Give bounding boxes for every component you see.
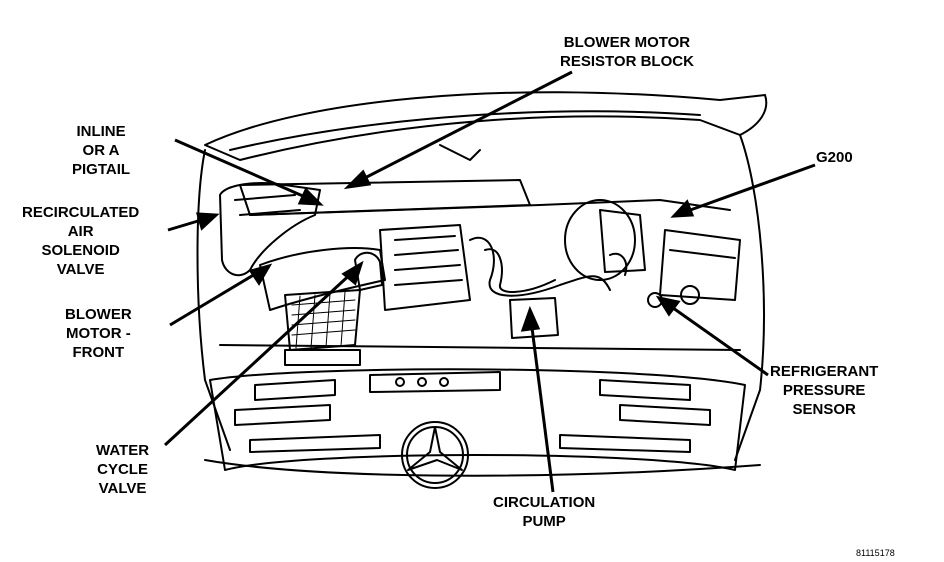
leader-refrig-sensor bbox=[665, 301, 769, 377]
grille-slat-4 bbox=[619, 404, 711, 426]
leader-water-valve bbox=[163, 268, 357, 447]
leader-blower-resistor bbox=[354, 70, 573, 185]
label-blower-motor-front: BLOWER MOTOR - FRONT bbox=[65, 306, 132, 361]
left-fender bbox=[196, 149, 231, 451]
pump-body bbox=[509, 297, 559, 339]
hood-outline bbox=[204, 91, 768, 161]
firewall-line bbox=[249, 199, 731, 216]
grille-slat-1 bbox=[254, 379, 336, 401]
valve-body bbox=[354, 251, 383, 291]
label-water-cycle-valve: WATER CYCLE VALVE bbox=[96, 442, 150, 497]
coolant-hose bbox=[469, 236, 611, 297]
grille-outline bbox=[209, 368, 746, 471]
star-points bbox=[407, 426, 463, 471]
label-blower-motor-resistor-block: BLOWER MOTOR RESISTOR BLOCK bbox=[560, 34, 694, 70]
grille-slat-2 bbox=[599, 379, 691, 401]
brake-booster bbox=[564, 199, 636, 281]
label-refrigerant-pressure-sensor: REFRIGERANT PRESSURE SENSOR bbox=[770, 363, 879, 418]
hood-inner-line bbox=[229, 110, 701, 151]
air-intake-housing bbox=[219, 182, 321, 277]
radiator-support bbox=[219, 344, 741, 351]
master-cylinder bbox=[599, 209, 646, 273]
leader-g200 bbox=[681, 163, 816, 215]
engine-block bbox=[379, 224, 471, 311]
battery-box bbox=[659, 229, 741, 301]
label-inline-pigtail: INLINE OR A PIGTAIL bbox=[72, 123, 131, 178]
star-emblem bbox=[401, 421, 469, 489]
bumper-line bbox=[204, 459, 761, 477]
figure-id: 81115178 bbox=[856, 548, 895, 558]
grille-slat-3 bbox=[234, 404, 331, 426]
leader-circ-pump bbox=[529, 319, 555, 493]
badge-bar bbox=[369, 371, 501, 393]
hood-latch bbox=[439, 144, 481, 161]
label-circulation-pump: CIRCULATION PUMP bbox=[493, 494, 596, 530]
leader-inline-pigtail bbox=[174, 138, 313, 202]
label-g200: G200 bbox=[816, 149, 853, 166]
label-recirculated-air-solenoid-valve: RECIRCULATED AIR SOLENOID VALVE bbox=[22, 204, 140, 278]
leader-blower-front bbox=[169, 268, 263, 327]
grille-slat-6 bbox=[559, 434, 691, 453]
grille-slat-5 bbox=[249, 434, 381, 453]
right-fender bbox=[734, 134, 765, 461]
